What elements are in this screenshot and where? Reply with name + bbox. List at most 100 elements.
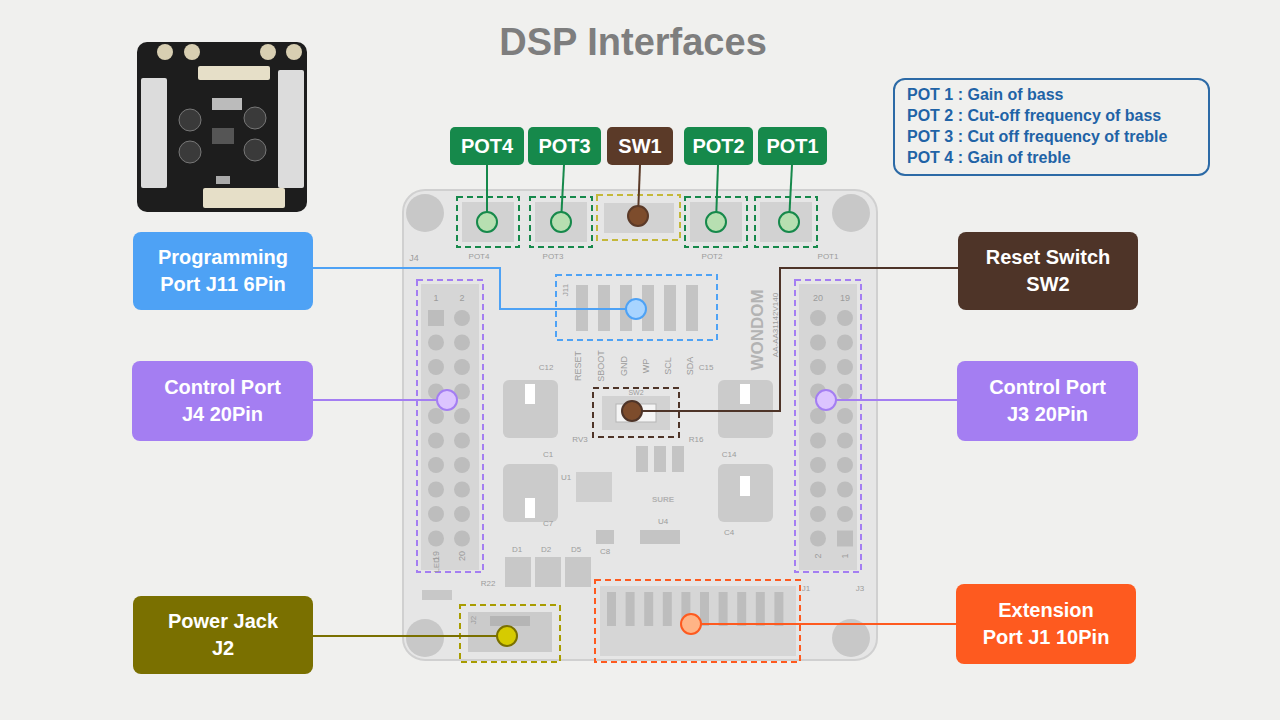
diode [535,557,561,587]
leader-line [691,623,956,625]
silkscreen-label: J4 [409,254,419,263]
resistor [672,446,684,472]
photo-capacitor [244,107,266,129]
photo-capacitor [179,141,201,163]
silkscreen-label: AA-AA31142V140 [772,293,780,357]
marker-dot [497,626,517,646]
silkscreen-label: C12 [539,364,554,372]
capacitor [503,464,558,522]
callout-text: Control Port J4 20Pin [153,374,293,428]
silkscreen-label: POT1 [818,253,839,261]
silkscreen-label: POT2 [702,253,723,261]
silkscreen-label: U4 [658,518,668,526]
pcb-outline [403,190,877,660]
silkscreen-label: C1 [543,451,553,459]
callout-box: Programming Port J11 6Pin [133,232,313,310]
capacitor [718,464,773,522]
header-body [421,284,479,570]
silkscreen-label: POT4 [469,253,490,261]
header-pin [428,482,444,498]
header-pin [454,457,470,473]
header-pin [837,408,853,424]
note-line: POT 3 : Cut off frequency of treble [907,127,1196,148]
callout-box: Power Jack J2 [133,596,313,674]
photo-chip [212,128,234,144]
polarity-mark [740,384,750,404]
photo-pot [157,44,173,60]
header-pin [454,359,470,375]
pad [686,285,698,331]
resistor [654,446,666,472]
silkscreen-label: 2 [459,294,464,303]
callout-box: POT2 [684,127,753,165]
capacitor [718,380,773,438]
header-pin [837,384,853,400]
header-pin [454,433,470,449]
silkscreen-label: SURE [652,496,674,504]
silkscreen-label: C4 [724,529,734,537]
silkscreen-label: D1 [512,546,522,554]
silkscreen-label: 20 [813,294,823,303]
resistor [636,446,648,472]
silkscreen-label: R22 [481,580,496,588]
callout-text: SW1 [618,133,661,160]
photo-connector [198,66,270,80]
highlight-frame [460,605,560,662]
silkscreen-label: SW2 [628,389,643,396]
highlight-frame [593,388,679,437]
header-pin [454,408,470,424]
silkscreen-label: RV3 [572,436,587,444]
callout-text: Power Jack J2 [163,608,283,662]
note-line: POT 1 : Gain of bass [907,85,1196,106]
header-pin [837,310,853,326]
callout-text: POT1 [766,133,818,160]
callout-text: POT3 [538,133,590,160]
silkscreen-label: SDA [686,357,695,376]
header-pin [837,335,853,351]
extension-pin [607,592,616,626]
photo-header [278,70,304,188]
silkscreen-label: J2 [470,616,478,624]
extension-connector [600,586,796,656]
marker-dot [816,390,836,410]
photo-capacitor [179,109,201,131]
silkscreen-label: GND [620,356,629,376]
photo-connector [203,188,285,208]
callout-box: Control Port J3 20Pin [957,361,1138,441]
switch-body [602,396,670,430]
leader-line [632,268,958,411]
extension-pin [644,592,653,626]
silkscreen-label: POT3 [543,253,564,261]
header-pin [837,531,853,547]
header-pins [428,310,853,547]
photo-capacitor [244,139,266,161]
highlight-frame [755,197,817,247]
board-photo [137,42,307,212]
silkscreen-label: 20 [458,551,467,561]
callout-text: POT2 [692,133,744,160]
header-pin [428,457,444,473]
mount-hole [832,194,870,232]
callout-box: SW1 [607,127,673,165]
silkscreen-label: R16 [689,436,704,444]
highlight-frame [595,580,800,662]
led [422,590,452,600]
highlight-frame [795,280,861,572]
callout-text: Extension Port J1 10Pin [979,597,1114,651]
callout-box: POT3 [528,127,601,165]
silkscreen-label: 19 [840,294,850,303]
note-line: POT 2 : Cut-off frequency of bass [907,106,1196,127]
silkscreen-label: C7 [543,520,553,528]
note-box: POT 1 : Gain of bassPOT 2 : Cut-off freq… [893,78,1210,176]
header-pin [810,531,826,547]
diagram-title: DSP Interfaces [383,22,883,64]
photo-pot [184,44,200,60]
callout-box: Control Port J4 20Pin [132,361,313,441]
silkscreen-label: WONDOM [749,289,766,370]
diode [565,557,591,587]
silkscreen-label: J11 [562,284,570,296]
silkscreen-label: J3 [856,585,864,593]
marker-dot [779,212,799,232]
header-pin [810,506,826,522]
